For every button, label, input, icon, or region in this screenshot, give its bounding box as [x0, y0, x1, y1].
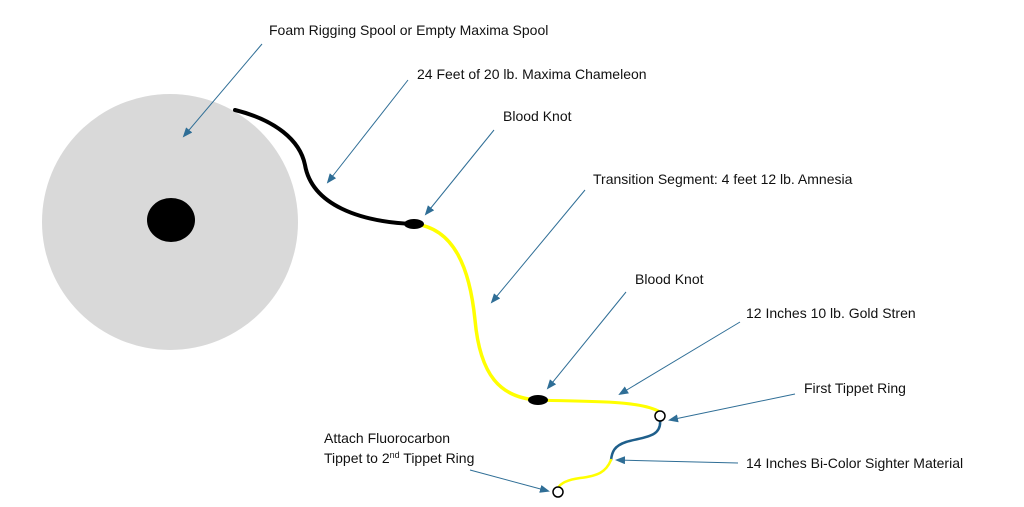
blood-knot-2-arrow: [546, 291, 627, 390]
gold-stren-line: [536, 398, 662, 414]
butt-section-arrow: [326, 79, 409, 184]
attach-label-post: Tippet Ring: [400, 450, 475, 466]
spool-arrow: [182, 43, 263, 138]
sighter-arrow: [615, 456, 739, 465]
attach-label-sup: nd: [390, 450, 400, 460]
butt-section-label: 24 Feet of 20 lb. Maxima Chameleon: [417, 66, 647, 82]
blood-knot-2-label: Blood Knot: [635, 271, 704, 287]
transition-label: Transition Segment: 4 feet 12 lb. Amnesi…: [593, 171, 853, 187]
sighter-yellow-line: [556, 458, 613, 490]
attach-label-pre: Tippet to 2: [324, 450, 390, 466]
transition-arrow: [490, 189, 586, 304]
transition-segment-line: [412, 222, 540, 402]
blood-knot-1-arrow: [424, 129, 495, 216]
sighter-label: 14 Inches Bi-Color Sighter Material: [746, 455, 963, 471]
attach-arrow: [469, 469, 550, 493]
first-tippet-ring: [654, 410, 666, 422]
blood-knot-2: [528, 395, 548, 405]
gold-stren-label: 12 Inches 10 lb. Gold Stren: [746, 305, 916, 321]
attach-label-line2: Tippet to 2nd Tippet Ring: [324, 450, 474, 466]
attach-label-line1: Attach Fluorocarbon: [324, 430, 450, 446]
second-tippet-ring: [552, 486, 564, 498]
butt-section-line: [233, 108, 416, 226]
blood-knot-1: [404, 219, 424, 229]
first-ring-arrow: [668, 393, 796, 423]
gold-stren-arrow: [618, 321, 741, 396]
sighter-blue-line: [609, 418, 662, 462]
blood-knot-1-label: Blood Knot: [503, 108, 572, 124]
spool-label: Foam Rigging Spool or Empty Maxima Spool: [269, 22, 548, 38]
spool-hub: [147, 198, 195, 242]
first-ring-label: First Tippet Ring: [804, 380, 906, 396]
